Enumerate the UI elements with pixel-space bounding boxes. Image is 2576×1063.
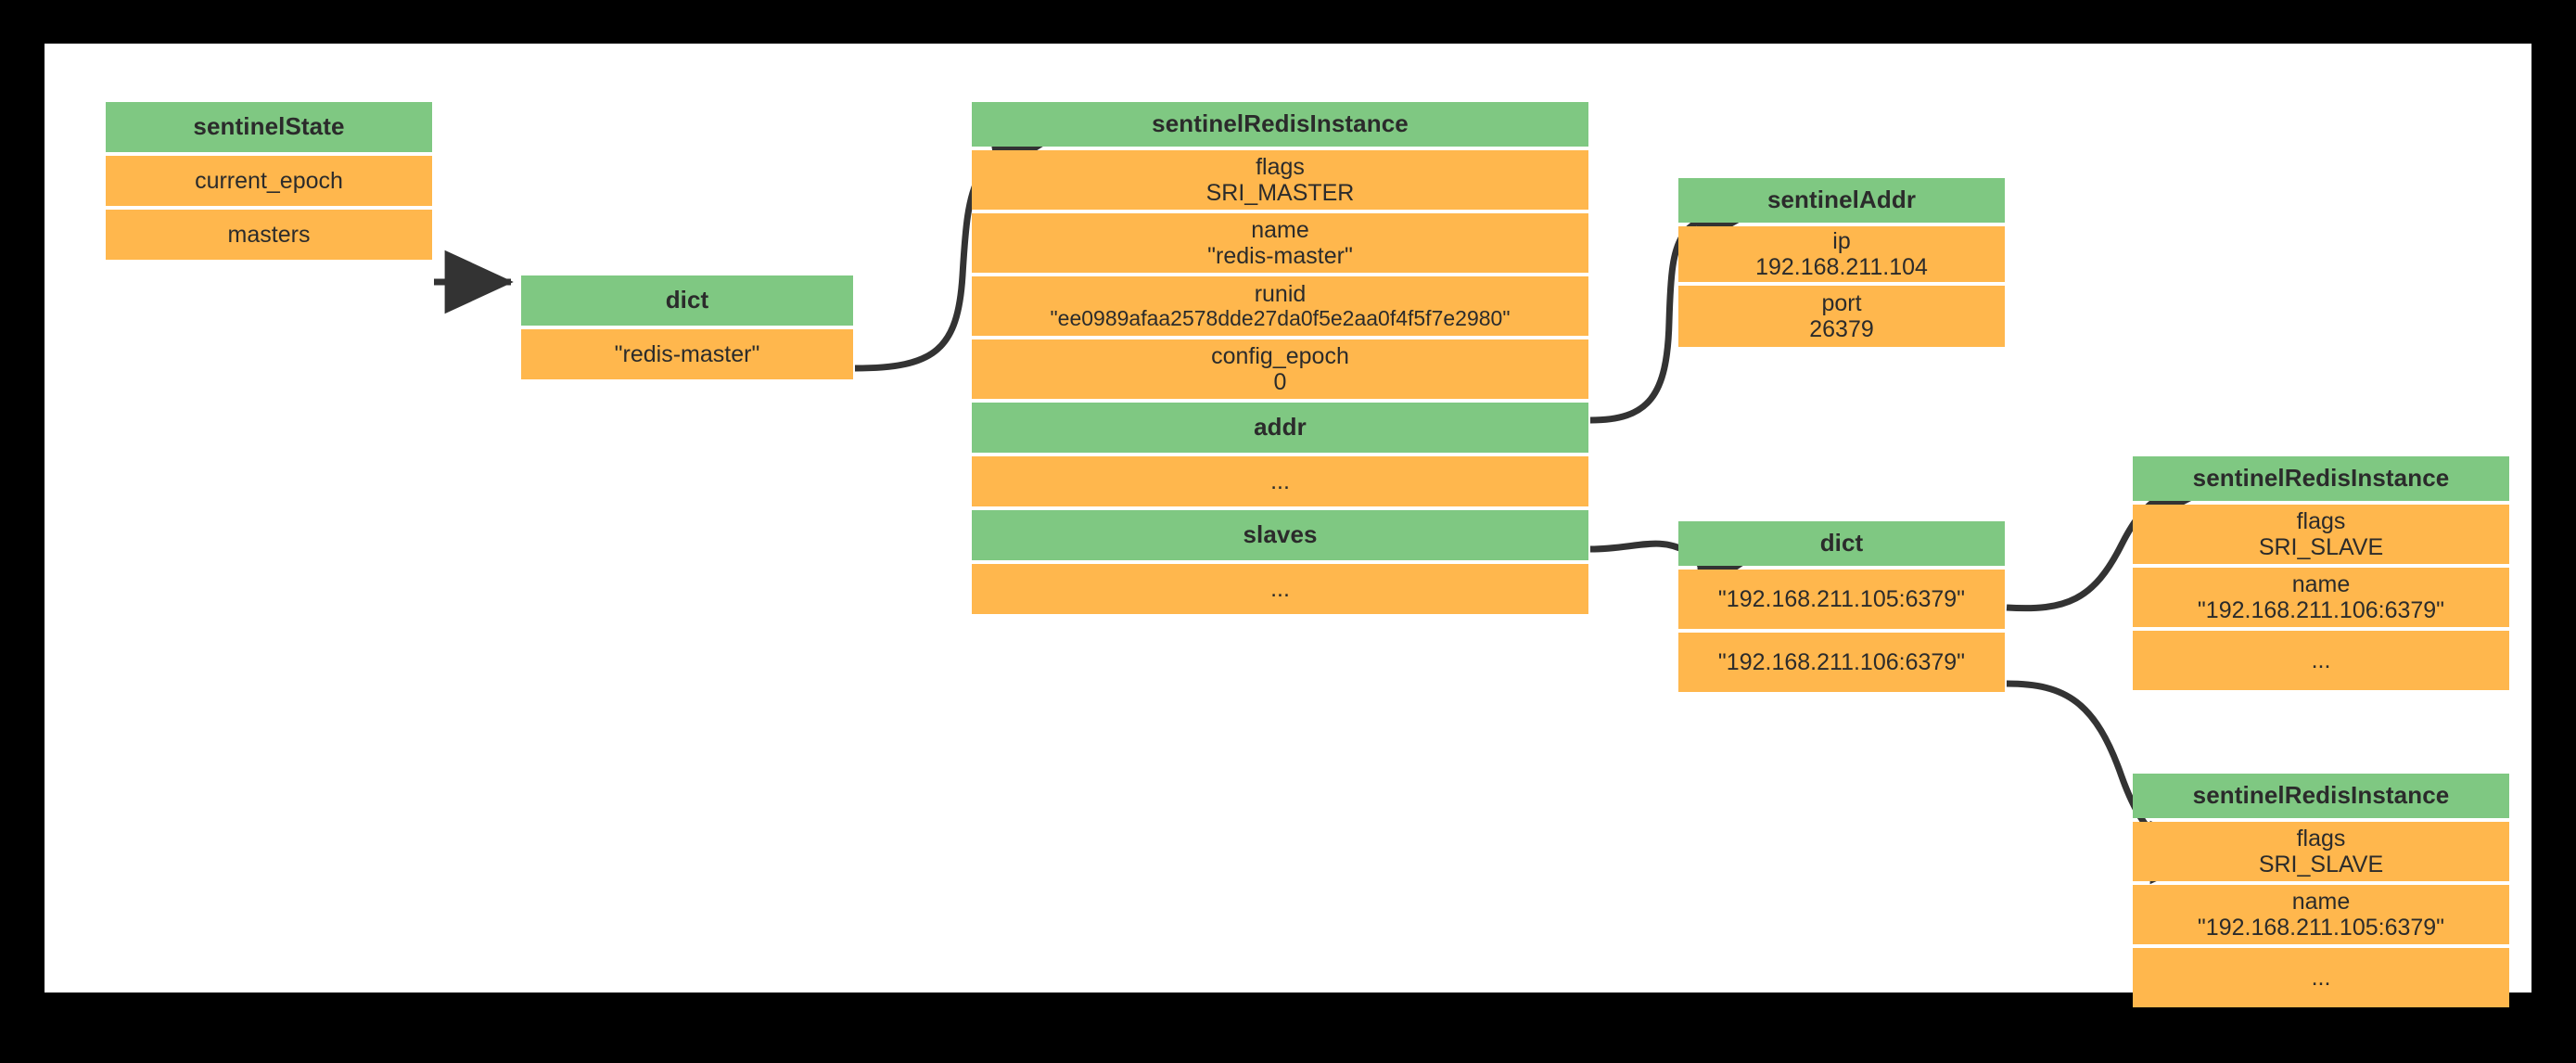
field-flags[interactable]: flags SRI_SLAVE (2133, 822, 2509, 881)
diagram-canvas: sentinelState current_epoch masters dict… (45, 44, 2531, 1007)
field-flags[interactable]: flags SRI_MASTER (972, 150, 1588, 210)
node-header-slaves-dict: dict (1678, 521, 2005, 566)
node-header-sentinel-addr: sentinelAddr (1678, 178, 2005, 223)
field-value: SRI_MASTER (1205, 180, 1355, 206)
field-key: config_epoch (1211, 343, 1349, 369)
node-masters-dict[interactable]: dict "redis-master" (521, 275, 853, 379)
field-key: port (1821, 290, 1862, 316)
field-name[interactable]: name "redis-master" (972, 213, 1588, 273)
field-key: ... (1270, 576, 1290, 602)
node-header-sentinel-state: sentinelState (106, 102, 432, 152)
field-dict-entry-105[interactable]: "192.168.211.105:6379" (1678, 570, 2005, 629)
node-slaves-dict[interactable]: dict "192.168.211.105:6379" "192.168.211… (1678, 521, 2005, 692)
node-sentinel-addr[interactable]: sentinelAddr ip 192.168.211.104 port 263… (1678, 178, 2005, 347)
field-flags[interactable]: flags SRI_SLAVE (2133, 505, 2509, 564)
field-masters[interactable]: masters (106, 210, 432, 260)
field-key: current_epoch (195, 168, 343, 194)
field-addr-ellipsis[interactable]: ... (972, 456, 1588, 506)
field-dict-entry-redis-master[interactable]: "redis-master" (521, 329, 853, 379)
node-header-slave-redis-instance-105: sentinelRedisInstance (2133, 774, 2509, 818)
field-key: "192.168.211.105:6379" (1717, 586, 1966, 612)
field-key: "redis-master" (614, 341, 760, 367)
field-slaves-ellipsis[interactable]: ... (972, 564, 1588, 614)
field-ellipsis[interactable]: ... (2133, 948, 2509, 1007)
node-slave-redis-instance-105[interactable]: sentinelRedisInstance flags SRI_SLAVE na… (2133, 774, 2509, 1007)
field-port[interactable]: port 26379 (1678, 286, 2005, 347)
field-name[interactable]: name "192.168.211.105:6379" (2133, 885, 2509, 944)
field-key: flags (2296, 508, 2346, 534)
field-key: ... (2311, 965, 2331, 991)
field-value: 192.168.211.104 (1755, 254, 1928, 280)
field-key: ... (1270, 468, 1290, 494)
field-addr-header[interactable]: addr (972, 403, 1588, 453)
field-value: SRI_SLAVE (2258, 852, 2384, 877)
node-header-masters-dict: dict (521, 275, 853, 326)
node-master-redis-instance[interactable]: sentinelRedisInstance flags SRI_MASTER n… (972, 102, 1588, 614)
field-key: flags (1256, 154, 1305, 180)
field-dict-entry-106[interactable]: "192.168.211.106:6379" (1678, 633, 2005, 692)
field-runid[interactable]: runid "ee0989afaa2578dde27da0f5e2aa0f4f5… (972, 276, 1588, 336)
field-value: 26379 (1809, 316, 1874, 342)
field-key: name (1251, 217, 1309, 243)
field-value: "192.168.211.106:6379" (2197, 597, 2445, 623)
field-key: ... (2311, 647, 2331, 673)
field-key: name (2291, 889, 2351, 915)
field-current-epoch[interactable]: current_epoch (106, 156, 432, 206)
field-name[interactable]: name "192.168.211.106:6379" (2133, 568, 2509, 627)
node-header-master-redis-instance: sentinelRedisInstance (972, 102, 1588, 147)
field-value: "192.168.211.105:6379" (2197, 915, 2445, 941)
field-key: flags (2296, 826, 2346, 852)
field-key: masters (227, 222, 311, 248)
field-config-epoch[interactable]: config_epoch 0 (972, 339, 1588, 399)
field-value: "ee0989afaa2578dde27da0f5e2aa0f4f5f7e298… (1050, 306, 1511, 331)
node-slave-redis-instance-106[interactable]: sentinelRedisInstance flags SRI_SLAVE na… (2133, 456, 2509, 690)
field-value: 0 (1273, 369, 1287, 395)
node-header-slave-redis-instance-106: sentinelRedisInstance (2133, 456, 2509, 501)
field-value: "redis-master" (1207, 243, 1353, 269)
field-ip[interactable]: ip 192.168.211.104 (1678, 226, 2005, 282)
field-slaves-header[interactable]: slaves (972, 510, 1588, 560)
field-key: ip (1832, 228, 1851, 254)
field-ellipsis[interactable]: ... (2133, 631, 2509, 690)
field-key: name (2291, 571, 2351, 597)
field-key: runid (1254, 281, 1307, 308)
node-sentinel-state[interactable]: sentinelState current_epoch masters (106, 102, 432, 260)
field-key: "192.168.211.106:6379" (1717, 649, 1966, 675)
field-value: SRI_SLAVE (2258, 534, 2384, 560)
